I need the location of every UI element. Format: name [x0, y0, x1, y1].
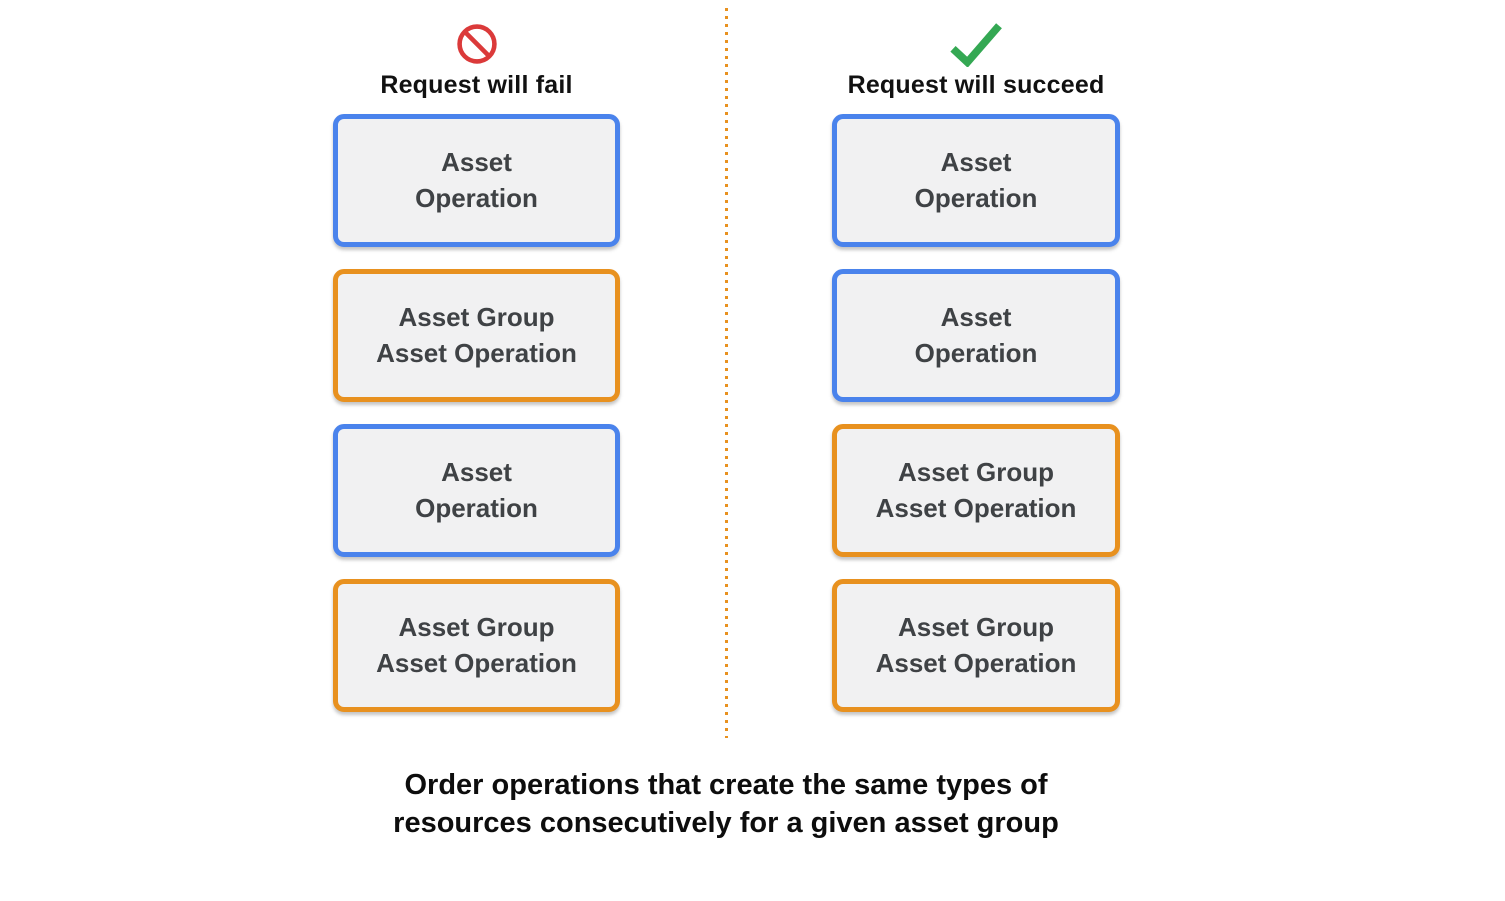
column-request-will-succeed: Request will succeed Asset Operation Ass… — [832, 20, 1120, 734]
fail-heading: Request will fail — [380, 71, 573, 99]
box-asset-group-asset-operation: Asset Group Asset Operation — [333, 269, 620, 402]
box-asset-group-asset-operation: Asset Group Asset Operation — [832, 579, 1120, 712]
succeed-box-stack: Asset Operation Asset Operation Asset Gr… — [832, 114, 1120, 734]
succeed-heading: Request will succeed — [847, 71, 1105, 99]
checkmark-icon — [947, 20, 1005, 68]
box-asset-group-asset-operation: Asset Group Asset Operation — [333, 579, 620, 712]
box-asset-operation: Asset Operation — [832, 269, 1120, 402]
column-divider — [725, 8, 728, 738]
box-asset-operation: Asset Operation — [333, 424, 620, 557]
prohibition-icon — [455, 20, 499, 68]
caption: Order operations that create the same ty… — [393, 769, 1059, 840]
box-asset-group-asset-operation: Asset Group Asset Operation — [832, 424, 1120, 557]
column-request-will-fail: Request will fail Asset Operation Asset … — [333, 20, 620, 734]
fail-box-stack: Asset Operation Asset Group Asset Operat… — [333, 114, 620, 734]
box-asset-operation: Asset Operation — [333, 114, 620, 247]
box-asset-operation: Asset Operation — [832, 114, 1120, 247]
